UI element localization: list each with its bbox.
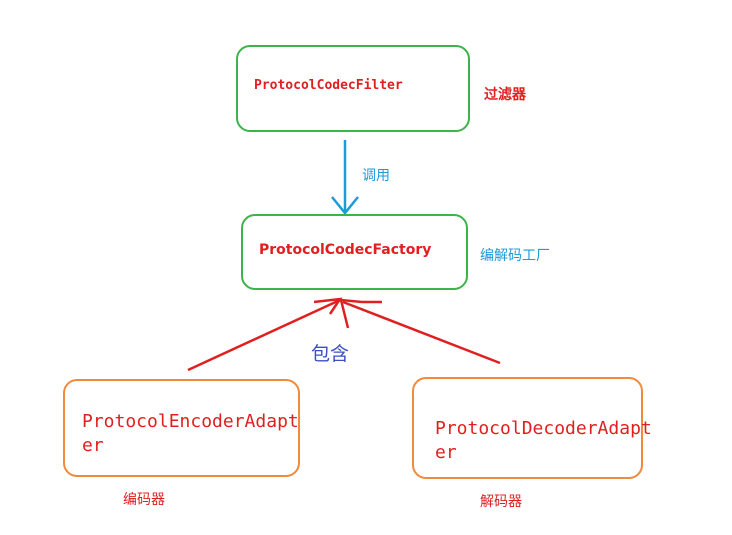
decoder-node [412,377,643,479]
decoder-node-label-line1: ProtocolDecoderAdapt [435,418,652,439]
decoder-node-label-line2: er [435,442,457,463]
contains-arrow-decoder [342,300,501,365]
encoder-node-label-line2: er [82,435,104,456]
call-arrow [331,140,359,215]
decoder-annotation: 解码器 [480,494,522,510]
contains-arrow-encoder [187,298,341,372]
factory-annotation: 编解码工厂 [480,248,550,264]
call-label: 调用 [362,168,390,184]
contains-label: 包含 [311,343,350,365]
filter-annotation: 过滤器 [484,87,526,103]
factory-node [241,214,468,290]
encoder-node [63,379,300,477]
contains-arrowheads [313,297,382,329]
call-arrow-head [331,196,359,215]
filter-node-label: ProtocolCodecFilter [254,78,403,93]
factory-node-label: ProtocolCodecFactory [259,242,432,258]
encoder-annotation: 编码器 [123,492,165,508]
encoder-node-label-line1: ProtocolEncoderAdapt [82,411,299,432]
filter-node [236,45,470,132]
